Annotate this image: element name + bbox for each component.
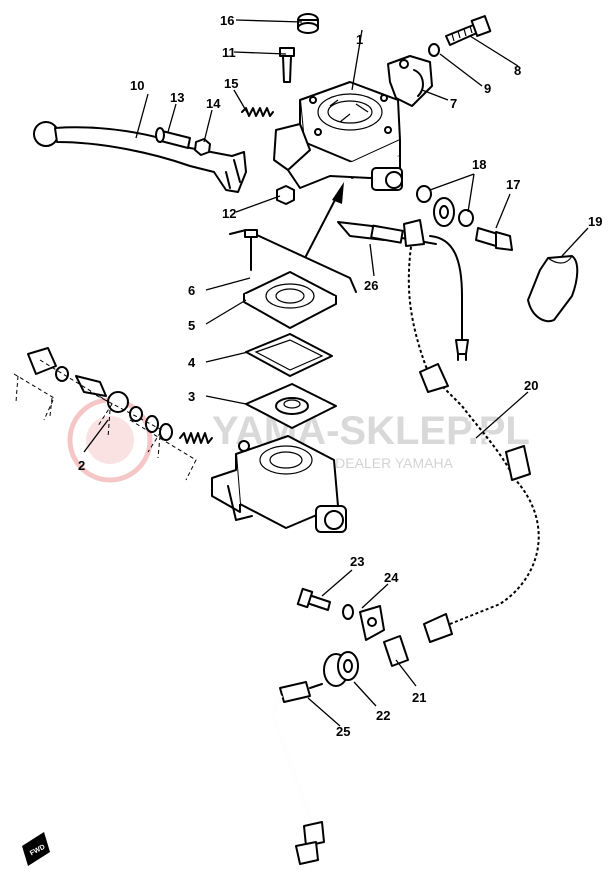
part-label-17: 17 [506, 177, 520, 192]
part-label-21: 21 [412, 690, 426, 705]
part-label-15: 15 [224, 76, 238, 91]
holder-drawing [387, 55, 433, 107]
rubber-boot-drawing [527, 255, 579, 323]
part-label-23: 23 [350, 554, 364, 569]
part-label-19: 19 [588, 214, 602, 229]
joint-washer-drawing [342, 604, 354, 620]
brake-lever-drawing [33, 121, 247, 193]
part-label-2: 2 [78, 458, 85, 473]
part-label-22: 22 [376, 708, 390, 723]
part-label-4: 4 [188, 355, 196, 370]
grommet-drawing [323, 651, 359, 687]
part-label-26: 26 [364, 278, 378, 293]
brake-pipe-drawing [273, 681, 325, 865]
adjuster-nut-drawing [194, 138, 211, 156]
part-label-10: 10 [130, 78, 144, 93]
banjo-fitting-drawing [433, 197, 455, 227]
part-label-16: 16 [220, 13, 234, 28]
washer-left-drawing [416, 185, 432, 203]
part-label-11: 11 [222, 45, 236, 60]
part-label-14: 14 [206, 96, 221, 111]
reservoir-cap-drawing [243, 271, 337, 329]
part-labels: 1 2 3 4 5 6 7 8 9 10 11 12 13 14 15 16 1… [78, 13, 602, 739]
joint-bolt-drawing [296, 587, 331, 611]
part-label-7: 7 [450, 96, 457, 111]
leader-lines [83, 19, 589, 727]
stop-switch-drawing [337, 221, 469, 361]
hose-joint-drawing [359, 605, 409, 667]
part-label-18: 18 [472, 157, 486, 172]
master-cylinder-drawing [273, 81, 403, 191]
diaphragm-plate-drawing [245, 383, 337, 429]
part-label-3: 3 [188, 389, 195, 404]
cap-nut-drawing [297, 13, 319, 34]
part-label-12: 12 [222, 206, 236, 221]
brake-hose-drawing [403, 219, 543, 643]
union-bolt-drawing [475, 227, 513, 251]
fwd-mark: FWD [22, 832, 50, 866]
part-label-20: 20 [524, 378, 538, 393]
holder-washer-drawing [428, 43, 440, 57]
part-label-8: 8 [514, 63, 521, 78]
part-label-6: 6 [188, 283, 195, 298]
cap-screw-drawing [244, 229, 258, 271]
holder-bolt-drawing [445, 15, 492, 46]
adjuster-bolt-drawing [155, 127, 191, 149]
part-label-5: 5 [188, 318, 195, 333]
diaphragm-gasket-drawing [245, 333, 333, 377]
cylinder-body-drawing [211, 435, 347, 533]
washer-right-drawing [458, 209, 474, 227]
lever-nut-drawing [276, 185, 295, 205]
part-label-9: 9 [484, 81, 491, 96]
part-label-13: 13 [170, 90, 184, 105]
piston-kit-drawing [13, 347, 213, 481]
pivot-bolt-drawing [279, 47, 295, 83]
part-label-24: 24 [384, 570, 399, 585]
cap-group-bracket [229, 182, 357, 293]
part-label-25: 25 [336, 724, 350, 739]
part-label-1: 1 [356, 32, 363, 47]
